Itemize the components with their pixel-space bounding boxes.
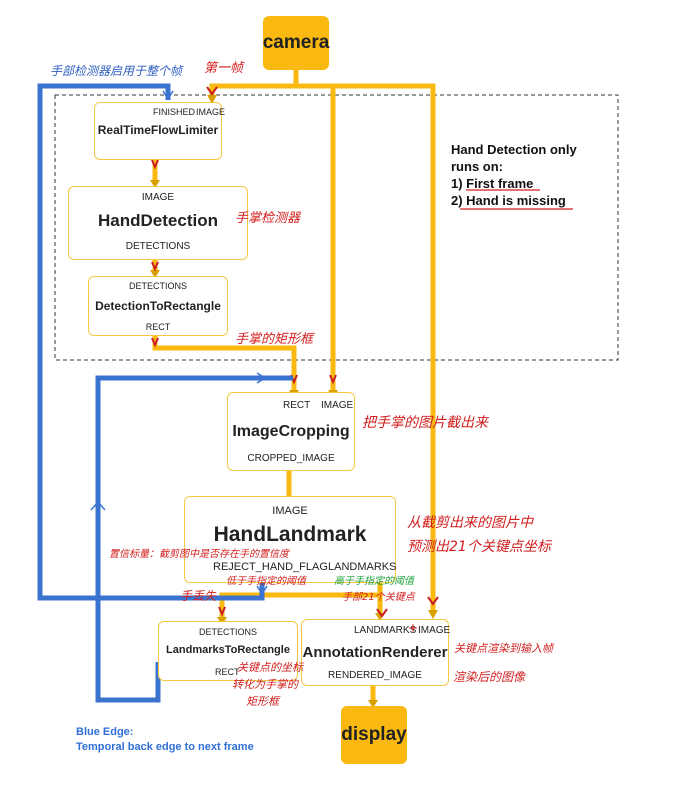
annotation-convert-line-3: 矩形框	[246, 695, 279, 708]
annotation-plus: +	[408, 621, 419, 635]
annotation-rendered-image: 渲染后的图像	[453, 670, 526, 684]
det-to-rect-node[interactable]: DETECTIONS DetectionToRectangle RECT	[88, 276, 228, 336]
annotation-palm-rect: 手掌的矩形框	[235, 332, 314, 347]
note-line-1: Hand Detection only	[451, 142, 577, 157]
camera-node[interactable]: camera	[263, 16, 329, 70]
annotation-detect-line-1: 从截剪出来的图片中	[407, 515, 533, 531]
port-image: IMAGE	[321, 400, 354, 411]
port-image: IMAGE	[418, 625, 451, 636]
landmarks-to-rect-title: LandmarksToRectangle	[166, 644, 290, 656]
hand-detection-region	[54, 94, 619, 361]
annotation-convert-line-1: 关键点的坐标	[237, 661, 303, 674]
annotation-render-input: 关键点渲染到输入帧	[454, 642, 553, 655]
annotation-palm-detector: 手掌检测器	[235, 211, 301, 226]
note-line-2: runs on:	[451, 159, 503, 174]
port-finished: FINISHED	[153, 107, 196, 117]
hand-landmark-node[interactable]: IMAGE HandLandmark REJECT_HAND_FLAG LAND…	[184, 496, 396, 583]
annotation-21-keypoints: 手部21个关键点	[342, 592, 415, 603]
blue-note-line-2: Temporal back edge to next frame	[76, 741, 254, 753]
landmarks-to-rect-in: DETECTIONS	[198, 627, 257, 637]
annotation-low-threshold: 低于手指定的阈值	[226, 576, 306, 587]
det-to-rect-out: RECT	[145, 322, 171, 332]
image-cropping-node[interactable]: RECT IMAGE ImageCropping CROPPED_IMAGE	[227, 392, 355, 471]
annotation-renderer-node[interactable]: LANDMARKS IMAGE AnnotationRenderer RENDE…	[301, 619, 451, 686]
image-cropping-out: CROPPED_IMAGE	[247, 453, 335, 464]
landmarks-to-rect-out: RECT	[215, 667, 240, 677]
annotation-detect-line-2: 预测出21个关键点坐标	[407, 539, 551, 555]
port-landmarks: LANDMARKS	[328, 561, 397, 573]
annotation-renderer-title: AnnotationRenderer	[302, 644, 448, 661]
annotation-convert-line-2: 转化为手掌的	[232, 678, 298, 691]
port-landmarks: LANDMARKS	[354, 625, 417, 636]
blue-edge-note: Blue Edge: Temporal back edge to next fr…	[76, 725, 254, 755]
hand-detection-title: HandDetection	[98, 211, 218, 230]
det-to-rect-in: DETECTIONS	[128, 281, 187, 291]
landmarks-to-rect-node[interactable]: DETECTIONS LandmarksToRectangle RECT	[158, 621, 298, 681]
hand-landmark-in: IMAGE	[272, 505, 308, 517]
camera-title: camera	[262, 32, 330, 53]
annotation-first-frame: 第一帧	[204, 61, 244, 76]
annotation-hand-lost: 手丢失	[180, 589, 217, 603]
port-reject-hand-flag: REJECT_HAND_FLAG	[213, 561, 328, 573]
flow-limiter-node[interactable]: FINISHED IMAGE RealTimeFlowLimiter	[94, 102, 226, 160]
annotation-crop-palm: 把手掌的图片截出来	[362, 415, 488, 431]
annotation-top-left: 手部检测器启用于整个帧	[50, 64, 183, 78]
yellow-edges	[152, 70, 436, 702]
display-node[interactable]: display	[341, 706, 407, 764]
det-to-rect-title: DetectionToRectangle	[95, 299, 221, 313]
flow-limiter-title: RealTimeFlowLimiter	[97, 123, 219, 137]
blue-note-line-1: Blue Edge:	[76, 726, 134, 738]
hand-detection-in: IMAGE	[141, 192, 175, 203]
hand-landmark-title: HandLandmark	[213, 523, 367, 546]
note-line-4: 2) Hand is missing	[451, 193, 566, 208]
note-line-3: 1) First frame	[451, 176, 534, 191]
port-rect: RECT	[283, 400, 311, 411]
hand-detection-note: Hand Detection only runs on: 1) First fr…	[451, 141, 577, 209]
display-title: display	[341, 724, 407, 745]
blue-arrow-marks	[90, 90, 268, 596]
blue-edges	[37, 83, 293, 703]
annotation-confidence: 置信标量：截剪图中是否存在手的置信度	[109, 549, 289, 560]
hand-detection-node[interactable]: IMAGE HandDetection DETECTIONS	[68, 186, 248, 260]
image-cropping-title: ImageCropping	[232, 423, 350, 440]
hand-detection-out: DETECTIONS	[125, 241, 191, 252]
annotation-high-threshold: 高于手指定的阈值	[334, 576, 414, 587]
port-image: IMAGE	[196, 107, 226, 117]
annotation-renderer-out: RENDERED_IMAGE	[328, 670, 422, 681]
